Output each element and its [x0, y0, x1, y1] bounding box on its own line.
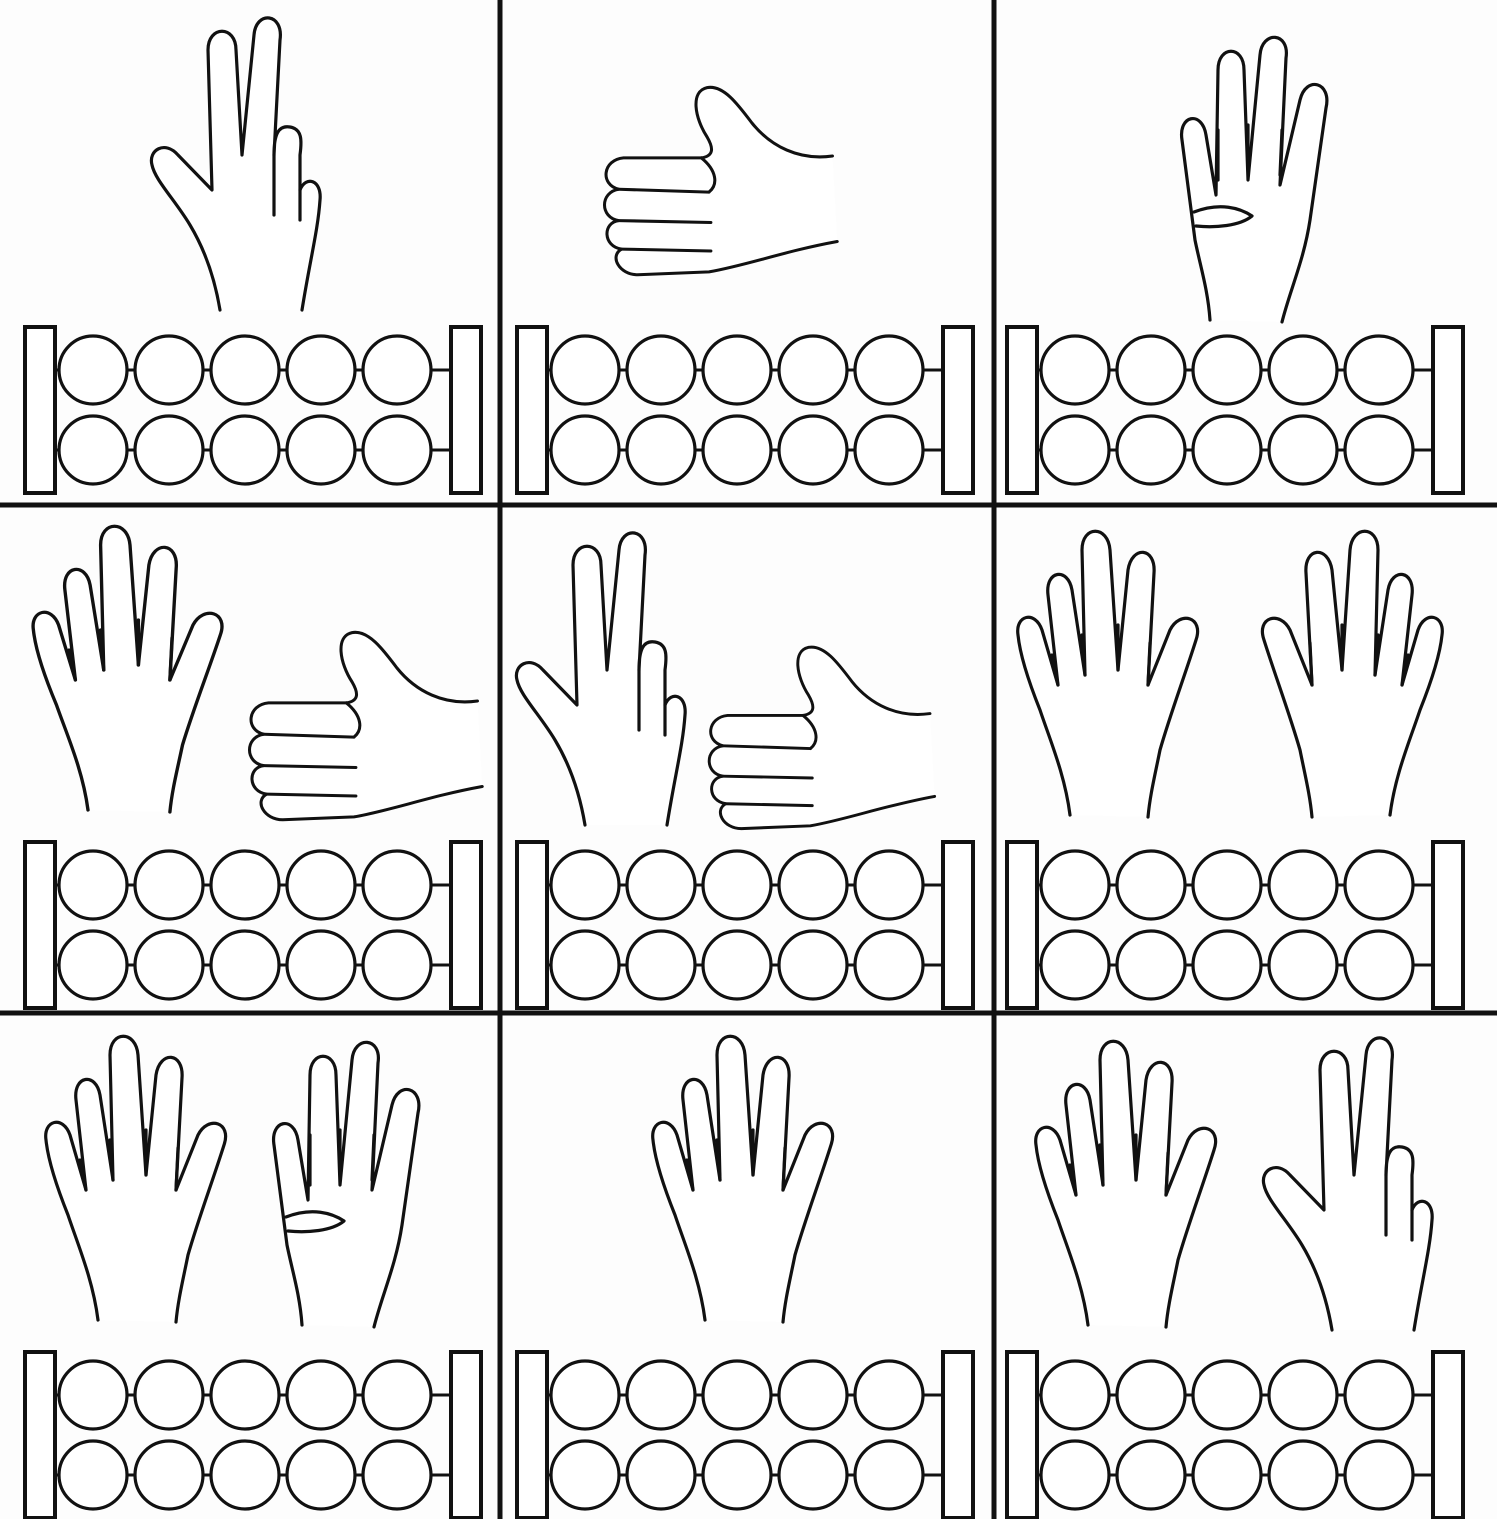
- three-fingers-hand-icon: [516, 533, 685, 825]
- open-hand-icon: [46, 1036, 226, 1322]
- panel-3: [1007, 37, 1463, 493]
- panel-2: [517, 87, 973, 493]
- ten-frame: [25, 842, 481, 1008]
- three-fingers-hand-icon: [1263, 1038, 1432, 1330]
- four-fingers-hand-icon: [1182, 37, 1327, 322]
- ten-frame: [25, 1352, 481, 1518]
- open-hand-icon: [653, 1036, 833, 1322]
- open-hand-icon: [1018, 531, 1198, 817]
- panel-9: [1007, 1038, 1463, 1518]
- panel-7: [25, 1036, 481, 1518]
- thumb-up-fist-icon: [709, 647, 934, 829]
- ten-frame: [25, 327, 481, 493]
- panel-8: [517, 1036, 973, 1518]
- open-hand-mirrored-icon: [1262, 531, 1442, 817]
- panel-5: [516, 533, 973, 1008]
- ten-frame: [1007, 327, 1463, 493]
- open-hand-icon: [33, 526, 222, 812]
- ten-frame: [517, 842, 973, 1008]
- panel-6: [1007, 531, 1463, 1008]
- panel-4: [25, 526, 482, 1008]
- ten-frame: [1007, 1352, 1463, 1518]
- thumb-up-fist-icon: [250, 632, 483, 819]
- four-fingers-hand-icon: [274, 1042, 419, 1327]
- ten-frame: [517, 327, 973, 493]
- three-fingers-hand-icon: [151, 18, 320, 310]
- thumb-up-fist-icon: [605, 87, 838, 274]
- panel-1: [25, 18, 481, 493]
- ten-frame: [517, 1352, 973, 1518]
- ten-frame: [1007, 842, 1463, 1008]
- open-hand-icon: [1036, 1041, 1216, 1327]
